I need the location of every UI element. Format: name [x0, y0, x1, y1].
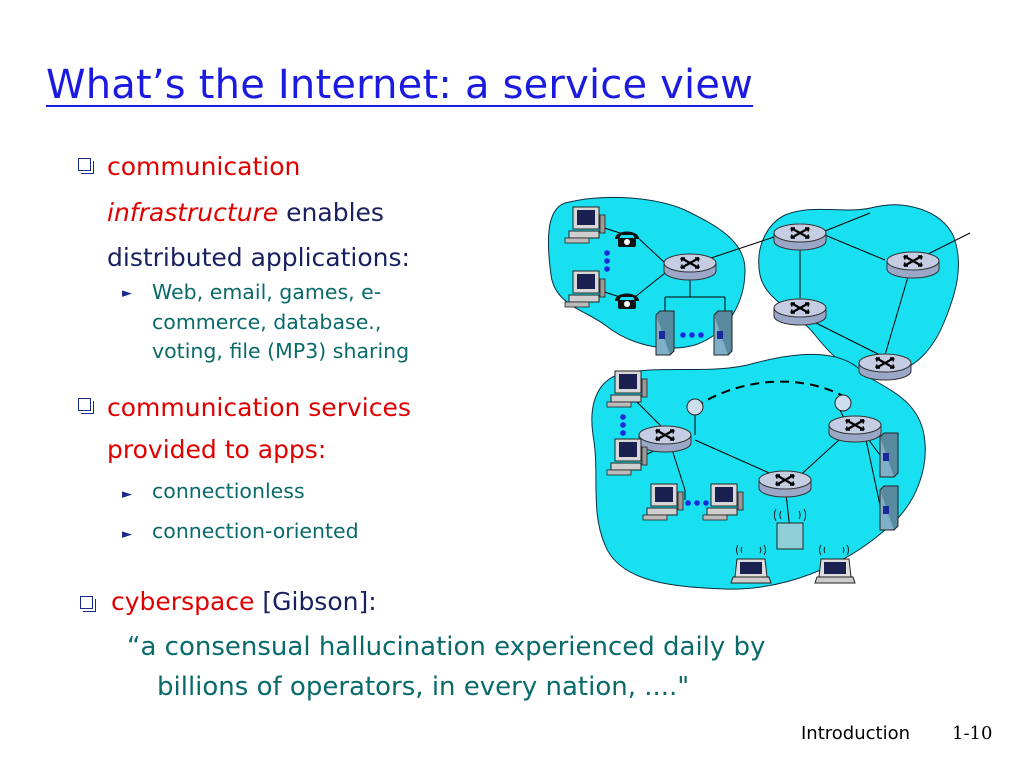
gibson-ref: [Gibson]:: [254, 587, 377, 616]
bullet-box-icon: [78, 398, 94, 414]
bullet-2-line2: provided to apps:: [107, 434, 327, 464]
network-diagram: [547, 196, 971, 590]
router-icon: [772, 222, 828, 252]
triangle-bullet-icon: ►: [122, 527, 132, 542]
bullet-2: communication services provided to apps:: [107, 384, 411, 473]
bullet-box-icon: [78, 158, 94, 174]
sub-line: voting, file (MP3) sharing: [152, 339, 410, 364]
server-icon: [879, 432, 899, 478]
gauge-icon: [834, 394, 852, 412]
server-icon: [879, 485, 899, 531]
sub-bullet-connectionless: connectionless: [152, 479, 305, 503]
bullet-box-icon: [80, 596, 96, 612]
gauge-icon: [686, 398, 704, 416]
router-icon: [827, 414, 883, 444]
telephone-icon: [615, 231, 639, 247]
sub-line: Web, email, games, e-: [152, 280, 382, 304]
bullet-3: cyberspace [Gibson]:: [111, 578, 377, 626]
cyberspace-term: cyberspace: [111, 587, 255, 616]
router-icon: [772, 297, 828, 327]
triangle-bullet-icon: ►: [122, 487, 132, 502]
server-icon: [655, 310, 675, 356]
wireless-access-point-icon: [776, 522, 804, 550]
bullet-2-line1: communication services: [107, 393, 411, 422]
virtual-circuit-dashed: [694, 380, 846, 408]
laptop-icon: [730, 558, 772, 584]
telephone-icon: [615, 293, 639, 309]
sub-bullet-web: Web, email, games, e- commerce, database…: [152, 278, 409, 367]
laptop-icon: [814, 558, 856, 584]
bullet-1: communication infrastructure enables dis…: [107, 143, 410, 282]
sub-bullet-connection-oriented: connection-oriented: [152, 519, 359, 543]
bullet-1-line1: communication: [107, 152, 301, 181]
quote-line-2: billions of operators, in every nation, …: [157, 672, 690, 702]
router-icon: [885, 250, 941, 280]
router-icon: [857, 352, 913, 382]
sub-line: commerce, database.,: [152, 309, 382, 334]
router-icon: [662, 252, 718, 282]
server-icon: [713, 310, 733, 356]
bullet-1-line3: distributed applications:: [107, 243, 410, 272]
footer-section: Introduction: [801, 723, 911, 744]
triangle-bullet-icon: ►: [122, 286, 132, 301]
slide-title: What’s the Internet: a service view: [46, 62, 754, 108]
footer-page-number: 1-10: [952, 723, 993, 744]
wireless-signal-icon: [736, 508, 849, 556]
bullet-1-infrastructure: infrastructure: [107, 197, 279, 227]
router-icon: [757, 469, 813, 499]
bullet-1-enables: enables: [278, 197, 384, 227]
quote-line-1: “a consensual hallucination experienced …: [127, 632, 766, 662]
